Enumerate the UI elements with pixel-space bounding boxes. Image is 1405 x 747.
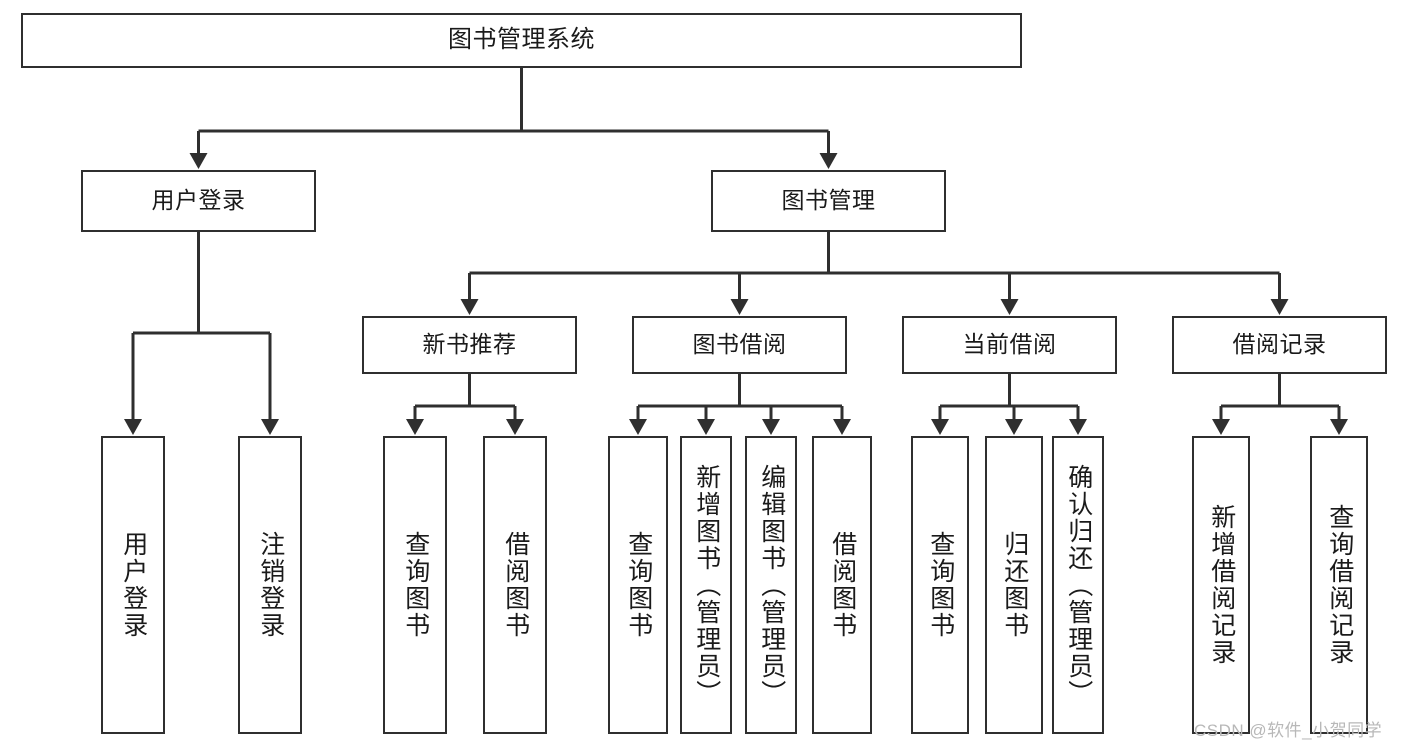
node-n-query[interactable]: 查询图书	[383, 436, 447, 734]
node-b-edit[interactable]: 编辑图书（管理员）	[745, 436, 797, 734]
node-l-logout[interactable]: 注销登录	[238, 436, 302, 734]
node-b-query[interactable]: 查询图书	[608, 436, 668, 734]
node-label-l-logout: 注销登录	[256, 531, 285, 639]
arrowhead-newbook	[460, 299, 479, 315]
node-label-login: 用户登录	[151, 187, 246, 214]
edge-group-current	[931, 374, 1087, 435]
node-label-current: 当前借阅	[962, 331, 1057, 358]
arrowhead-l-logout	[261, 419, 279, 435]
arrowhead-records	[1270, 299, 1289, 315]
node-root[interactable]: 图书管理系统	[21, 13, 1022, 68]
node-label-borrow: 图书借阅	[692, 331, 787, 358]
arrowhead-l-login	[124, 419, 142, 435]
arrowhead-c-return	[1005, 419, 1023, 435]
node-label-records: 借阅记录	[1232, 331, 1327, 358]
edge-group-records	[1212, 374, 1348, 435]
arrowhead-n-query	[406, 419, 424, 435]
node-r-add[interactable]: 新增借阅记录	[1192, 436, 1250, 734]
node-label-c-return: 归还图书	[1000, 531, 1029, 639]
node-b-lend[interactable]: 借阅图书	[812, 436, 872, 734]
node-label-c-confirm: 确认归还（管理员）	[1064, 463, 1093, 707]
node-b-add[interactable]: 新增图书（管理员）	[680, 436, 732, 734]
node-label-c-query: 查询图书	[926, 531, 955, 639]
edge-group-newbook	[406, 374, 524, 435]
node-label-newbook: 新书推荐	[422, 331, 517, 358]
node-newbook[interactable]: 新书推荐	[362, 316, 577, 374]
node-label-n-borrow: 借阅图书	[501, 531, 530, 639]
arrowhead-borrow	[730, 299, 749, 315]
node-label-root: 图书管理系统	[448, 26, 595, 54]
arrowhead-c-confirm	[1069, 419, 1087, 435]
node-label-b-lend: 借阅图书	[828, 531, 857, 639]
arrowhead-b-query	[629, 419, 647, 435]
node-borrow[interactable]: 图书借阅	[632, 316, 847, 374]
node-label-r-query: 查询借阅记录	[1325, 504, 1354, 666]
arrowhead-b-add	[697, 419, 715, 435]
node-c-query[interactable]: 查询图书	[911, 436, 969, 734]
arrowhead-current	[1000, 299, 1019, 315]
node-current[interactable]: 当前借阅	[902, 316, 1117, 374]
edge-group-bookmgmt	[460, 232, 1289, 315]
arrowhead-login	[189, 153, 208, 169]
node-records[interactable]: 借阅记录	[1172, 316, 1387, 374]
edge-group-login	[124, 232, 279, 435]
arrowhead-b-edit	[762, 419, 780, 435]
node-label-r-add: 新增借阅记录	[1207, 504, 1236, 666]
node-bookmgmt[interactable]: 图书管理	[711, 170, 946, 232]
node-label-l-login: 用户登录	[119, 531, 148, 639]
arrowhead-b-lend	[833, 419, 851, 435]
node-c-confirm[interactable]: 确认归还（管理员）	[1052, 436, 1104, 734]
node-r-query[interactable]: 查询借阅记录	[1310, 436, 1368, 734]
edge-group-borrow	[629, 374, 851, 435]
arrowhead-c-query	[931, 419, 949, 435]
node-label-b-edit: 编辑图书（管理员）	[757, 463, 786, 707]
node-label-b-add: 新增图书（管理员）	[692, 463, 721, 707]
node-n-borrow[interactable]: 借阅图书	[483, 436, 547, 734]
node-label-b-query: 查询图书	[624, 531, 653, 639]
node-label-bookmgmt: 图书管理	[781, 187, 876, 214]
arrowhead-n-borrow	[506, 419, 524, 435]
node-l-login[interactable]: 用户登录	[101, 436, 165, 734]
node-c-return[interactable]: 归还图书	[985, 436, 1043, 734]
arrowhead-bookmgmt	[819, 153, 838, 169]
edge-group-root	[189, 68, 838, 169]
node-label-n-query: 查询图书	[401, 531, 430, 639]
arrowhead-r-add	[1212, 419, 1230, 435]
arrowhead-r-query	[1330, 419, 1348, 435]
node-login[interactable]: 用户登录	[81, 170, 316, 232]
